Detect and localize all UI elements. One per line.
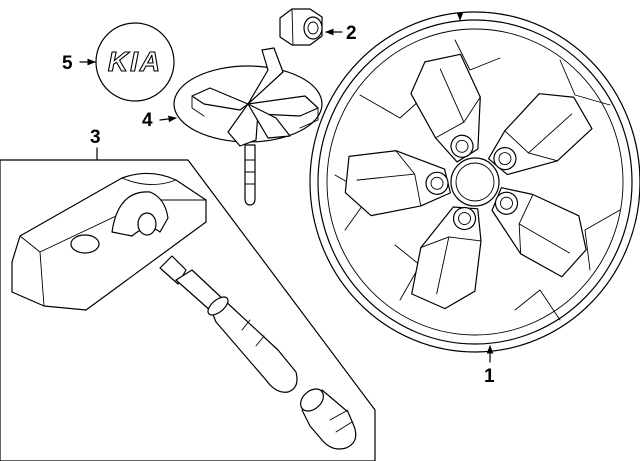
emblem: KIA bbox=[95, 22, 175, 102]
callout-3: 3 bbox=[90, 127, 101, 148]
lug-nut bbox=[279, 8, 323, 46]
tpms-sensor bbox=[11, 172, 207, 311]
callout-1: 1 bbox=[484, 366, 495, 387]
sensor-kit bbox=[0, 159, 376, 461]
leader-line-center-cap bbox=[159, 115, 177, 123]
callout-5: 5 bbox=[62, 53, 73, 74]
callout-2: 2 bbox=[346, 23, 357, 44]
valve-cap bbox=[300, 388, 357, 450]
emblem-logo-text: KIA bbox=[108, 46, 162, 77]
center-cap bbox=[173, 47, 323, 206]
leader-lines bbox=[79, 12, 494, 363]
callout-4: 4 bbox=[142, 110, 153, 131]
wheel bbox=[309, 11, 640, 353]
valve-stem bbox=[159, 255, 298, 393]
